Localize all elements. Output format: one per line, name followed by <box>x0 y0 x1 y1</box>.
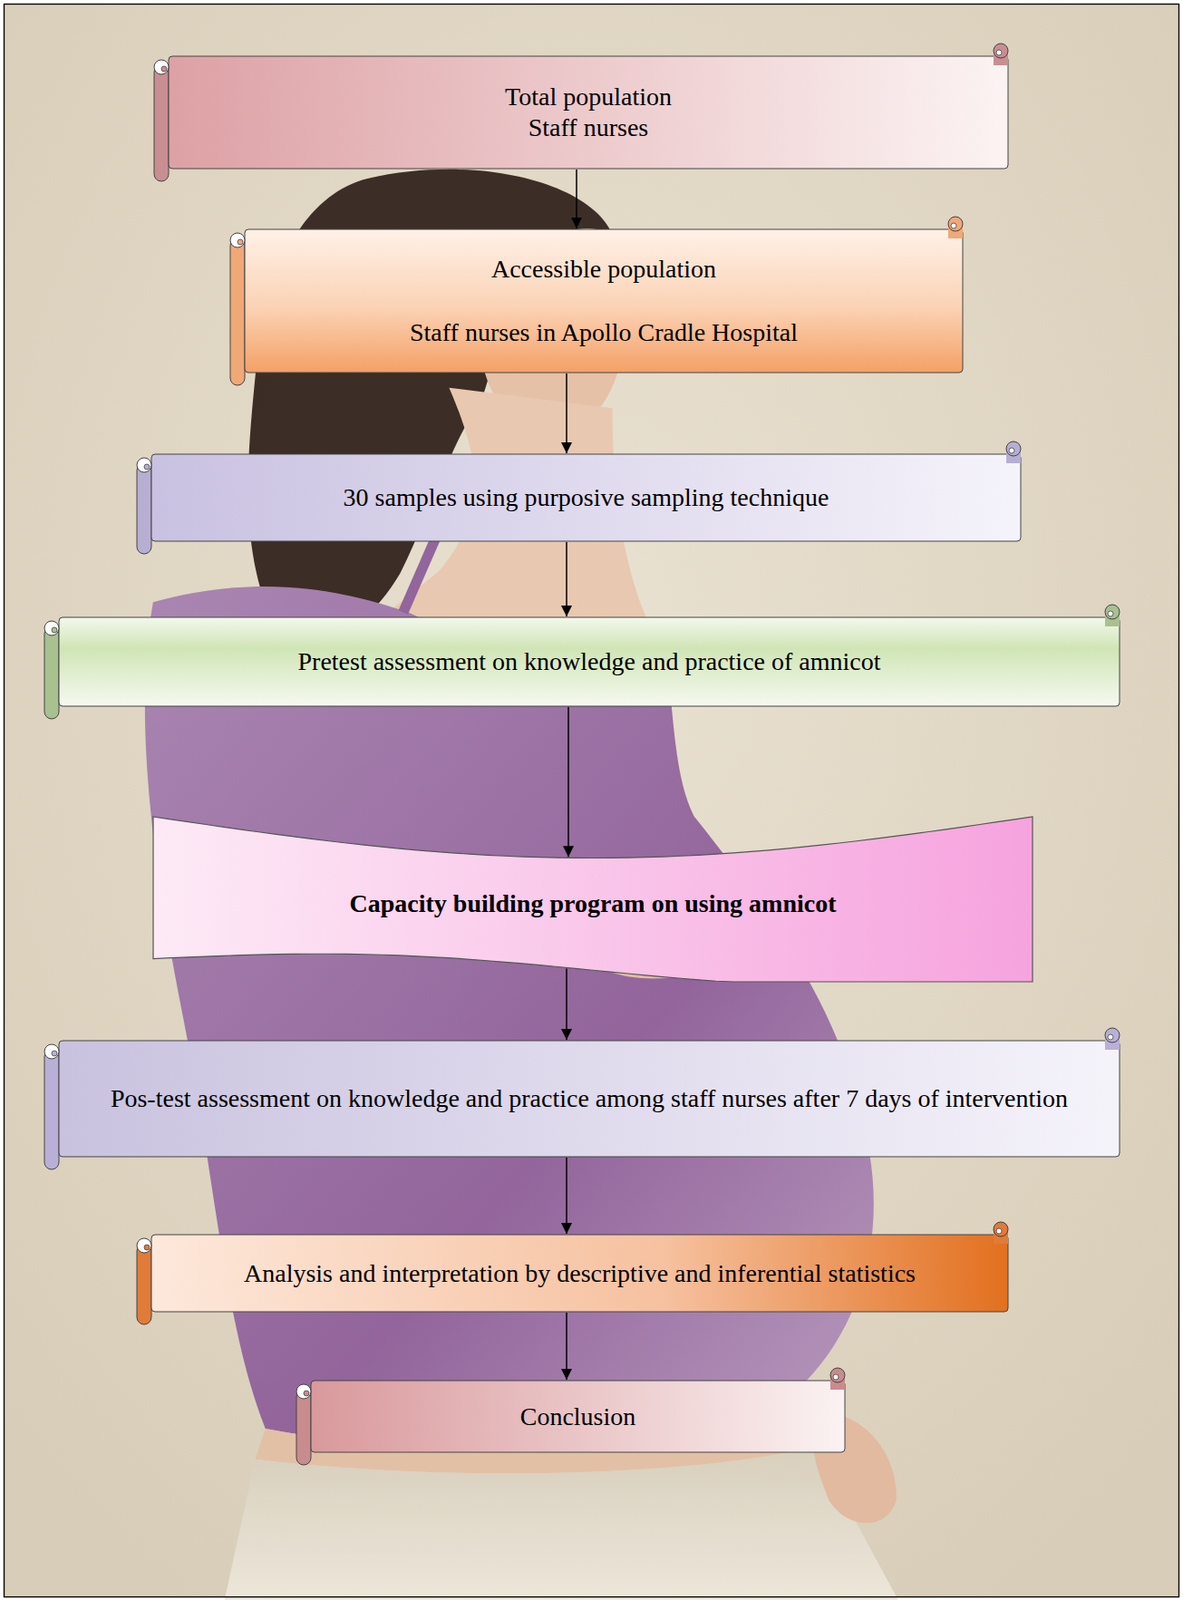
scroll-curl <box>136 457 152 473</box>
node-text: 30 samples using purposive sampling tech… <box>343 482 830 514</box>
scroll-roll <box>230 238 245 386</box>
scroll-banner: Pretest assessment on knowledge and prac… <box>58 617 1120 707</box>
flow-arrow <box>567 707 570 857</box>
banner-shape <box>44 1027 1120 1170</box>
wave-banner: Capacity building program on using amnic… <box>153 816 1033 982</box>
scroll-curl <box>950 223 957 229</box>
flow-arrow <box>565 1157 568 1234</box>
scroll-body <box>310 1380 845 1453</box>
scroll-curl <box>154 59 169 75</box>
scroll-body <box>151 454 1021 542</box>
banner-shape <box>136 441 1021 554</box>
node-text: Conclusion <box>520 1401 637 1433</box>
scroll-curl <box>833 1374 839 1380</box>
pregnant-woman <box>145 169 899 1600</box>
node-text: Staff nurses in Apollo Cradle Hospital <box>409 317 798 349</box>
scroll-body <box>168 56 1009 169</box>
scroll-body <box>151 1234 1009 1312</box>
scroll-curl <box>136 1238 152 1253</box>
scroll-curl <box>1107 1034 1114 1040</box>
pants <box>224 1448 899 1600</box>
scroll-roll <box>1105 1035 1120 1050</box>
node-text: Capacity building program on using amnic… <box>349 888 836 920</box>
scroll-curl <box>993 43 1009 59</box>
scroll-curl <box>996 49 1002 56</box>
scroll-banner: Pos-test assessment on knowledge and pra… <box>58 1040 1120 1157</box>
scroll-curl <box>44 620 59 636</box>
scroll-curl <box>161 66 167 72</box>
scroll-roll <box>948 223 963 239</box>
purple-top <box>145 586 874 1450</box>
node-text: Total population Staff nurses <box>484 81 693 143</box>
banner-outline <box>223 207 985 395</box>
scroll-roll <box>830 1375 845 1390</box>
scroll-curl <box>1006 441 1021 456</box>
banner-shape <box>154 43 1009 182</box>
scroll-roll <box>1105 611 1120 627</box>
scroll-curl <box>1105 604 1120 620</box>
node-text: Accessible population <box>491 253 717 285</box>
scroll-body <box>58 617 1120 707</box>
flow-arrow <box>565 1312 568 1380</box>
scroll-banner: Total population Staff nurses <box>168 56 1009 169</box>
scroll-body <box>244 229 963 373</box>
scroll-curl <box>44 1044 59 1059</box>
frame <box>4 4 1180 1598</box>
scroll-curl <box>296 1384 311 1399</box>
banner-outline <box>146 34 1030 191</box>
scroll-curl <box>303 1390 310 1397</box>
scroll-banner: Analysis and interpretation by descripti… <box>151 1234 1009 1312</box>
scroll-banner: Accessible populationStaff nurses in Apo… <box>244 229 963 373</box>
wave-outline <box>153 816 1033 982</box>
scroll-curl <box>1008 447 1015 454</box>
scroll-roll <box>44 1049 59 1170</box>
scroll-curl <box>51 1050 58 1057</box>
flow-arrow <box>575 169 578 229</box>
scroll-curl <box>948 216 963 232</box>
scroll-curl <box>51 627 58 633</box>
left-hand <box>590 929 718 979</box>
scroll-roll <box>1006 448 1021 464</box>
scroll-body <box>58 1040 1120 1157</box>
banner-shape <box>230 216 963 386</box>
scroll-curl <box>830 1367 845 1383</box>
banner-shape <box>296 1367 845 1465</box>
scroll-curl <box>144 1244 150 1251</box>
scroll-roll <box>154 65 169 182</box>
flow-arrow <box>565 542 568 617</box>
scroll-curl <box>230 232 245 248</box>
banner-shape <box>136 1221 1009 1325</box>
strap <box>403 530 439 612</box>
node-text: Analysis and interpretation by descripti… <box>243 1258 916 1290</box>
scroll-curl <box>144 464 150 470</box>
scroll-roll <box>44 626 59 719</box>
scroll-banner: Conclusion <box>310 1380 845 1453</box>
scroll-curl <box>996 1228 1002 1234</box>
banner-shape <box>153 816 1033 982</box>
scroll-curl <box>237 239 243 245</box>
scroll-roll <box>993 1229 1009 1244</box>
node-text: Pos-test assessment on knowledge and pra… <box>110 1083 1068 1115</box>
flow-arrow <box>565 373 568 454</box>
right-hand <box>812 1413 897 1523</box>
neck-chest <box>387 387 654 659</box>
scroll-roll <box>136 1243 152 1325</box>
scroll-roll <box>136 463 152 554</box>
scroll-roll <box>296 1389 311 1465</box>
banner-shape <box>44 604 1120 719</box>
scroll-roll <box>993 50 1009 66</box>
scroll-banner: 30 samples using purposive sampling tech… <box>151 454 1021 542</box>
node-text: Pretest assessment on knowledge and prac… <box>297 646 881 678</box>
flow-arrow <box>565 968 568 1040</box>
background <box>4 4 1180 1598</box>
scroll-curl <box>1105 1027 1120 1043</box>
scroll-curl <box>1107 610 1114 617</box>
scroll-curl <box>993 1221 1009 1237</box>
